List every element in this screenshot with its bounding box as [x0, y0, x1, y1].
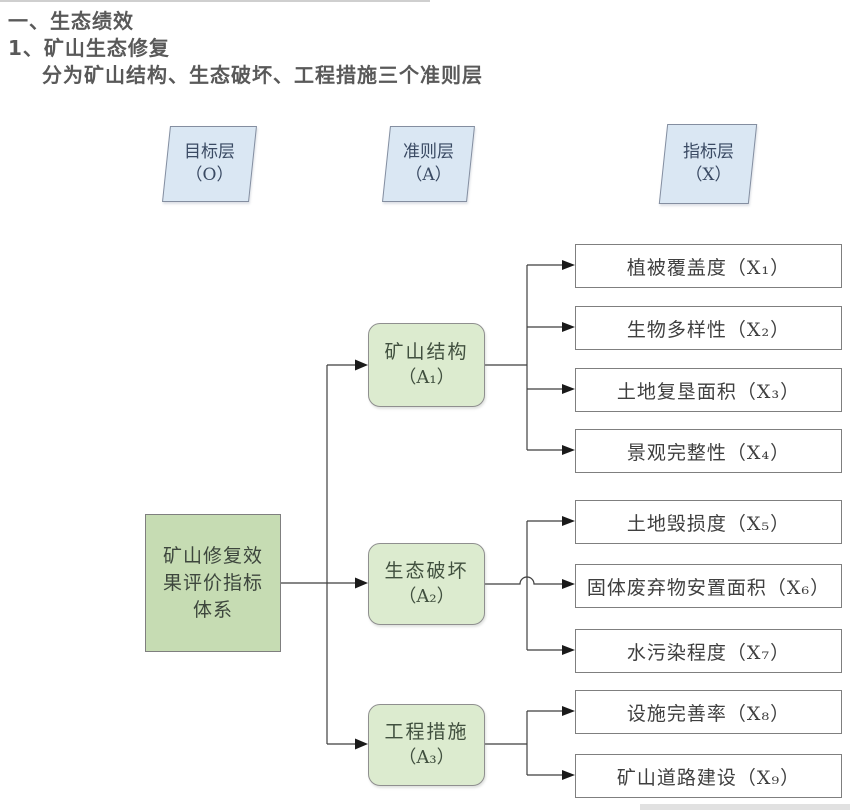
indicator-box-x3: 土地复垦面积（X₃）: [575, 368, 842, 412]
heading-description: 分为矿山结构、生态破坏、工程措施三个准则层: [42, 63, 483, 87]
layer-header-goal: 目标层 （O）: [162, 126, 257, 202]
heading-section: 一、生态绩效: [8, 9, 134, 33]
criteria-code: （A₂）: [398, 586, 455, 607]
criteria-code: （A₁）: [398, 367, 455, 388]
goal-line: 体系: [192, 598, 233, 621]
layer-label: 准则层: [403, 142, 454, 162]
layer-code: （A）: [405, 165, 452, 185]
indicator-box-x9: 矿山道路建设（X₉）: [575, 754, 842, 798]
bottom-edge-artifact: [640, 804, 850, 810]
goal-line: 矿山修复效: [162, 544, 263, 567]
layer-label: 指标层: [682, 142, 734, 162]
goal-line: 果评价指标: [162, 571, 263, 594]
criteria-label: 生态破坏: [384, 560, 469, 582]
criteria-label: 工程措施: [384, 721, 469, 743]
indicator-box-x1: 植被覆盖度（X₁）: [575, 244, 842, 288]
indicator-box-x7: 水污染程度（X₇）: [575, 629, 842, 673]
indicator-box-x8: 设施完善率（X₈）: [575, 690, 842, 734]
criteria-code: （A₃）: [398, 747, 455, 768]
criteria-box-a1: 矿山结构 （A₁）: [368, 323, 485, 407]
goal-box: 矿山修复效 果评价指标 体系: [145, 514, 281, 652]
layer-label: 目标层: [184, 142, 235, 162]
heading-subsection: 1、矿山生态修复: [8, 36, 170, 60]
criteria-box-a3: 工程措施 （A₃）: [368, 704, 485, 786]
criteria-label: 矿山结构: [384, 341, 469, 363]
layer-code: （O）: [185, 165, 234, 185]
layer-code: （X）: [684, 165, 732, 185]
indicator-box-x5: 土地毁损度（X₅）: [575, 500, 842, 544]
indicator-box-x6: 固体废弃物安置面积（X₆）: [575, 564, 842, 608]
top-edge-artifact: [0, 0, 430, 2]
layer-header-indicator: 指标层 （X）: [658, 124, 758, 204]
criteria-box-a2: 生态破坏 （A₂）: [368, 543, 485, 625]
indicator-box-x2: 生物多样性（X₂）: [575, 306, 842, 350]
indicator-box-x4: 景观完整性（X₄）: [575, 429, 842, 473]
layer-header-criteria: 准则层 （A）: [382, 126, 475, 202]
